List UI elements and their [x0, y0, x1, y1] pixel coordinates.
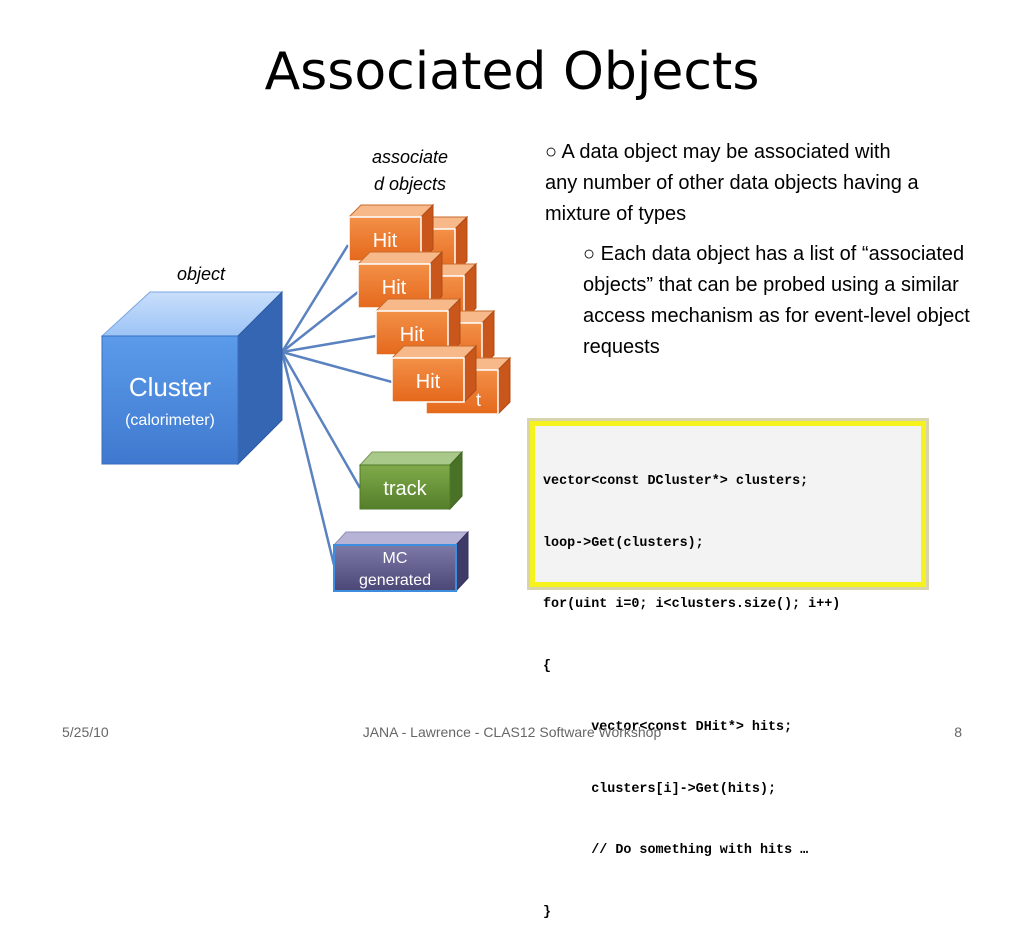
mc-cube [332, 530, 470, 593]
cluster-title: Cluster [129, 372, 212, 402]
code-line: vector<const DHit*> hits; [543, 720, 793, 735]
code-line: for(uint i=0; i<clusters.size(); i++) [543, 597, 841, 612]
bullet-2: ○ Each data object has a list of “associ… [583, 243, 970, 358]
footer-date: 5/25/10 [62, 724, 109, 740]
mc-label-line1: MC [383, 550, 408, 567]
slide-title: Associated Objects [264, 42, 760, 102]
line-to-hit-1 [280, 244, 350, 353]
hit-label: Hit [382, 277, 407, 299]
footer-title: JANA - Lawrence - CLAS12 Software Worksh… [362, 724, 662, 740]
hit-cube: Hit [390, 344, 478, 404]
code-line: clusters[i]->Get(hits); [543, 781, 777, 797]
line-to-hit-3 [281, 334, 377, 354]
hit-label: Hit [416, 371, 441, 393]
code-line: loop->Get(clusters); [543, 535, 704, 551]
line-to-hit-4 [281, 350, 393, 384]
code-line: { [543, 658, 552, 674]
associated-label-line2: d objects [374, 174, 446, 194]
footer-page-number: 8 [954, 724, 962, 740]
object-label: object [177, 264, 226, 284]
code-block: vector<const DCluster*> clusters; loop->… [527, 418, 929, 920]
mc-label-line2: generated [359, 572, 431, 589]
hit-label: Hit [400, 324, 425, 346]
code-line: // Do something with hits … [543, 843, 809, 858]
line-to-mc [280, 351, 336, 566]
associated-label-line1: associate [372, 147, 448, 167]
line-to-track [280, 351, 362, 489]
bullet-1: ○ A data object may be associated with a… [545, 141, 919, 225]
line-to-hit-2 [281, 291, 359, 353]
hit-label: Hit [373, 230, 398, 252]
code-line: vector<const DCluster*> clusters; [543, 474, 809, 489]
connector-lines [280, 244, 393, 566]
track-cube [358, 450, 464, 511]
cluster-subtitle: (calorimeter) [125, 412, 215, 429]
hit-label-fragment: t [476, 390, 481, 410]
code-line: } [543, 904, 552, 920]
track-label: track [383, 478, 427, 500]
cluster-cube [100, 290, 284, 466]
